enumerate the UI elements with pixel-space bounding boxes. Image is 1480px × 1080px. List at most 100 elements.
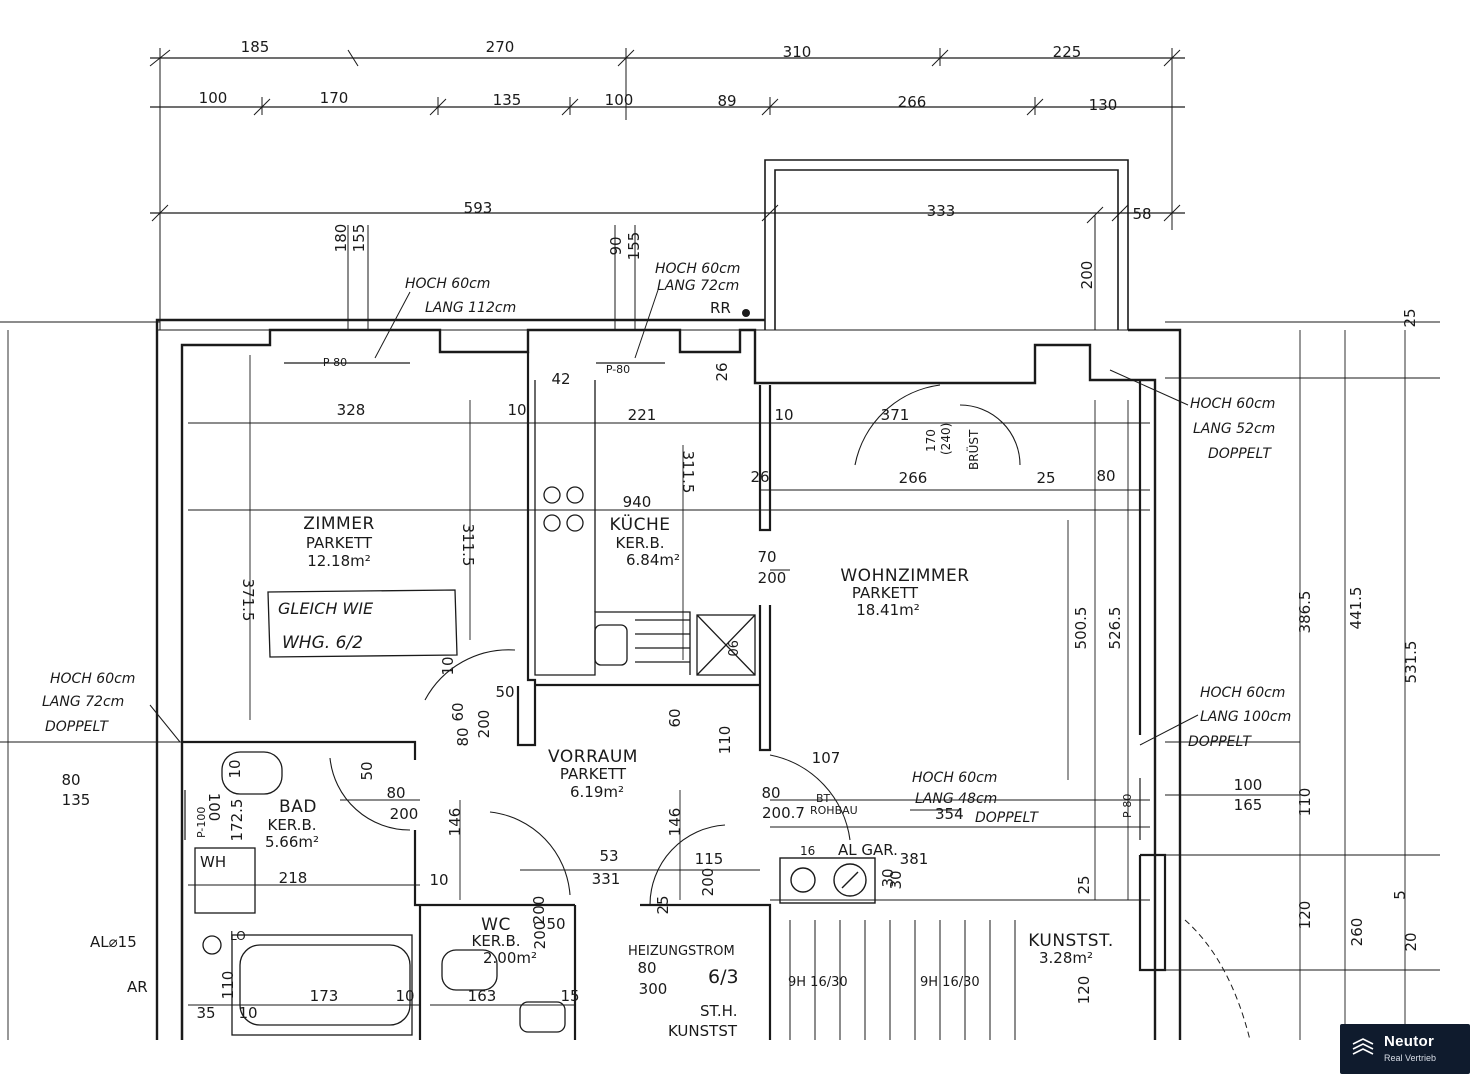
stair-label: 9H 16/30 [920,975,980,990]
dimension-label: 270 [486,38,515,56]
room-floor-kueche: KER.B. [615,534,664,552]
dimension-label: 5 [1391,890,1409,900]
dimension-label: 80 [1096,467,1115,485]
staircase [789,919,1251,1041]
dimension-label: 200.7 [762,804,805,822]
unit-label: 6/3 [708,966,739,988]
dimension-label: 200 [530,896,548,925]
handwritten-note: LANG 72cm [657,278,739,294]
room-floor-zimmer: PARKETT [306,534,373,552]
logo-tagline: Real Vertrieb [1384,1053,1437,1063]
dimension-label: 200 [758,569,787,587]
dimension-label: 50 [546,915,565,933]
dimension-label: 120 [1296,901,1314,930]
handwritten-note: LANG 112cm [425,300,516,316]
room-name-bad: BAD [279,797,317,817]
dimension-label: 200 [531,921,549,950]
dimension-label: 185 [241,38,270,56]
gas-connection-label: AL GAR. [838,841,898,859]
dimension-label: 25 [1401,308,1419,327]
connection-label: LO [230,929,246,943]
room-name-kunstst: KUNSTST. [1028,931,1114,951]
dimension-label: 333 [927,202,956,220]
dimension-label: 386.5 [1296,591,1314,634]
dimension-label: 58 [1132,205,1151,223]
room-area-wc: 2.00m² [483,949,537,967]
stair-hall-label: ST.H. [700,1002,737,1020]
dimension-label: 100 [1234,776,1263,794]
company-logo: Neutor Real Vertrieb [1340,1024,1470,1074]
bath-fixtures [194,751,566,1036]
heating-unit [779,857,876,904]
room-floor-bad: KER.B. [267,816,316,834]
dimension-label: 170 [320,89,349,107]
dimension-label: 20 [1402,932,1420,951]
connection-label: AL⌀15 [90,933,137,951]
dimension-label: 310 [783,43,812,61]
room-name-zimmer: ZIMMER [303,514,375,534]
dimension-label: 60 [666,708,684,727]
room-area-bad: 5.66m² [265,833,319,851]
dimension-label: 371.5 [239,579,257,622]
dimension-label: 266 [899,469,928,487]
dimension-label: 50 [495,683,514,701]
dimension-label: 135 [493,91,522,109]
dimension-label: 25 [1075,875,1093,894]
dimension-label: 110 [219,971,237,1000]
dimension-label: 30 [879,868,897,887]
dimension-label: 10 [507,401,526,419]
outer-walls [155,318,1182,1040]
dimension-label: 15 [560,987,579,1005]
dimension-label: 135 [62,791,91,809]
dimension-label: 53 [599,847,618,865]
rohbau-label: ROHBAU [810,804,858,817]
room-name-wohnzimmer: WOHNZIMMER [840,566,969,586]
dimension-label: 10 [226,759,244,778]
dimension-label: 90 [724,640,739,657]
handwritten-note: DOPPELT [975,810,1039,826]
dimension-label: 180 [332,224,350,253]
handwritten-note: HOCH 60cm [912,770,997,786]
room-floor-wohnzimmer: PARKETT [852,584,919,602]
dimension-label: 42 [551,370,570,388]
room-area-vorraum: 6.19m² [570,783,624,801]
dimension-label: 130 [1089,96,1118,114]
dimension-label: 328 [337,401,366,419]
dimension-label: 300 [639,980,668,998]
dimension-label: 16 [800,844,815,858]
windows [184,362,1141,840]
dimension-label: 225 [1053,43,1082,61]
handwritten-note: DOPPELT [1188,734,1252,750]
dimension-label: 311.5 [459,524,477,567]
handwritten-note: HOCH 60cm [655,261,740,277]
window-label: P-80 [1121,794,1134,818]
dimension-label: 107 [812,749,841,767]
logo-waves-icon [1352,1038,1374,1055]
window-label: P-100 [195,807,208,838]
dimension-label: 100 [605,91,634,109]
interior-walls [180,352,1167,1040]
dimension-label: 593 [464,199,493,217]
dimension-label: 10 [439,656,457,675]
dimension-label: 218 [279,869,308,887]
dimension-label: 441.5 [1347,587,1365,630]
dimension-label: 90 [607,236,625,255]
dimension-label: 10 [238,1004,257,1022]
water-heater-label: WH [200,853,226,871]
heating-label: HEIZUNGSTROM [628,944,735,959]
dimension-label: 173 [310,987,339,1005]
bt-label: BT [816,792,831,805]
handwritten-note: LANG 72cm [42,694,124,710]
dimension-label: 531.5 [1402,641,1420,684]
dimension-label: 146 [446,808,464,837]
dimension-label: 30 [887,870,905,889]
dimension-label: 526.5 [1106,607,1124,650]
handwritten-note: HOCH 60cm [405,276,490,292]
dimension-label: 163 [468,987,497,1005]
handwritten-note: HOCH 60cm [50,671,135,687]
dimension-label: 26 [750,468,769,486]
dimension-label: 200 [1078,261,1096,290]
kitchen-counter [534,380,756,676]
room-name-kueche: KÜCHE [609,513,670,535]
